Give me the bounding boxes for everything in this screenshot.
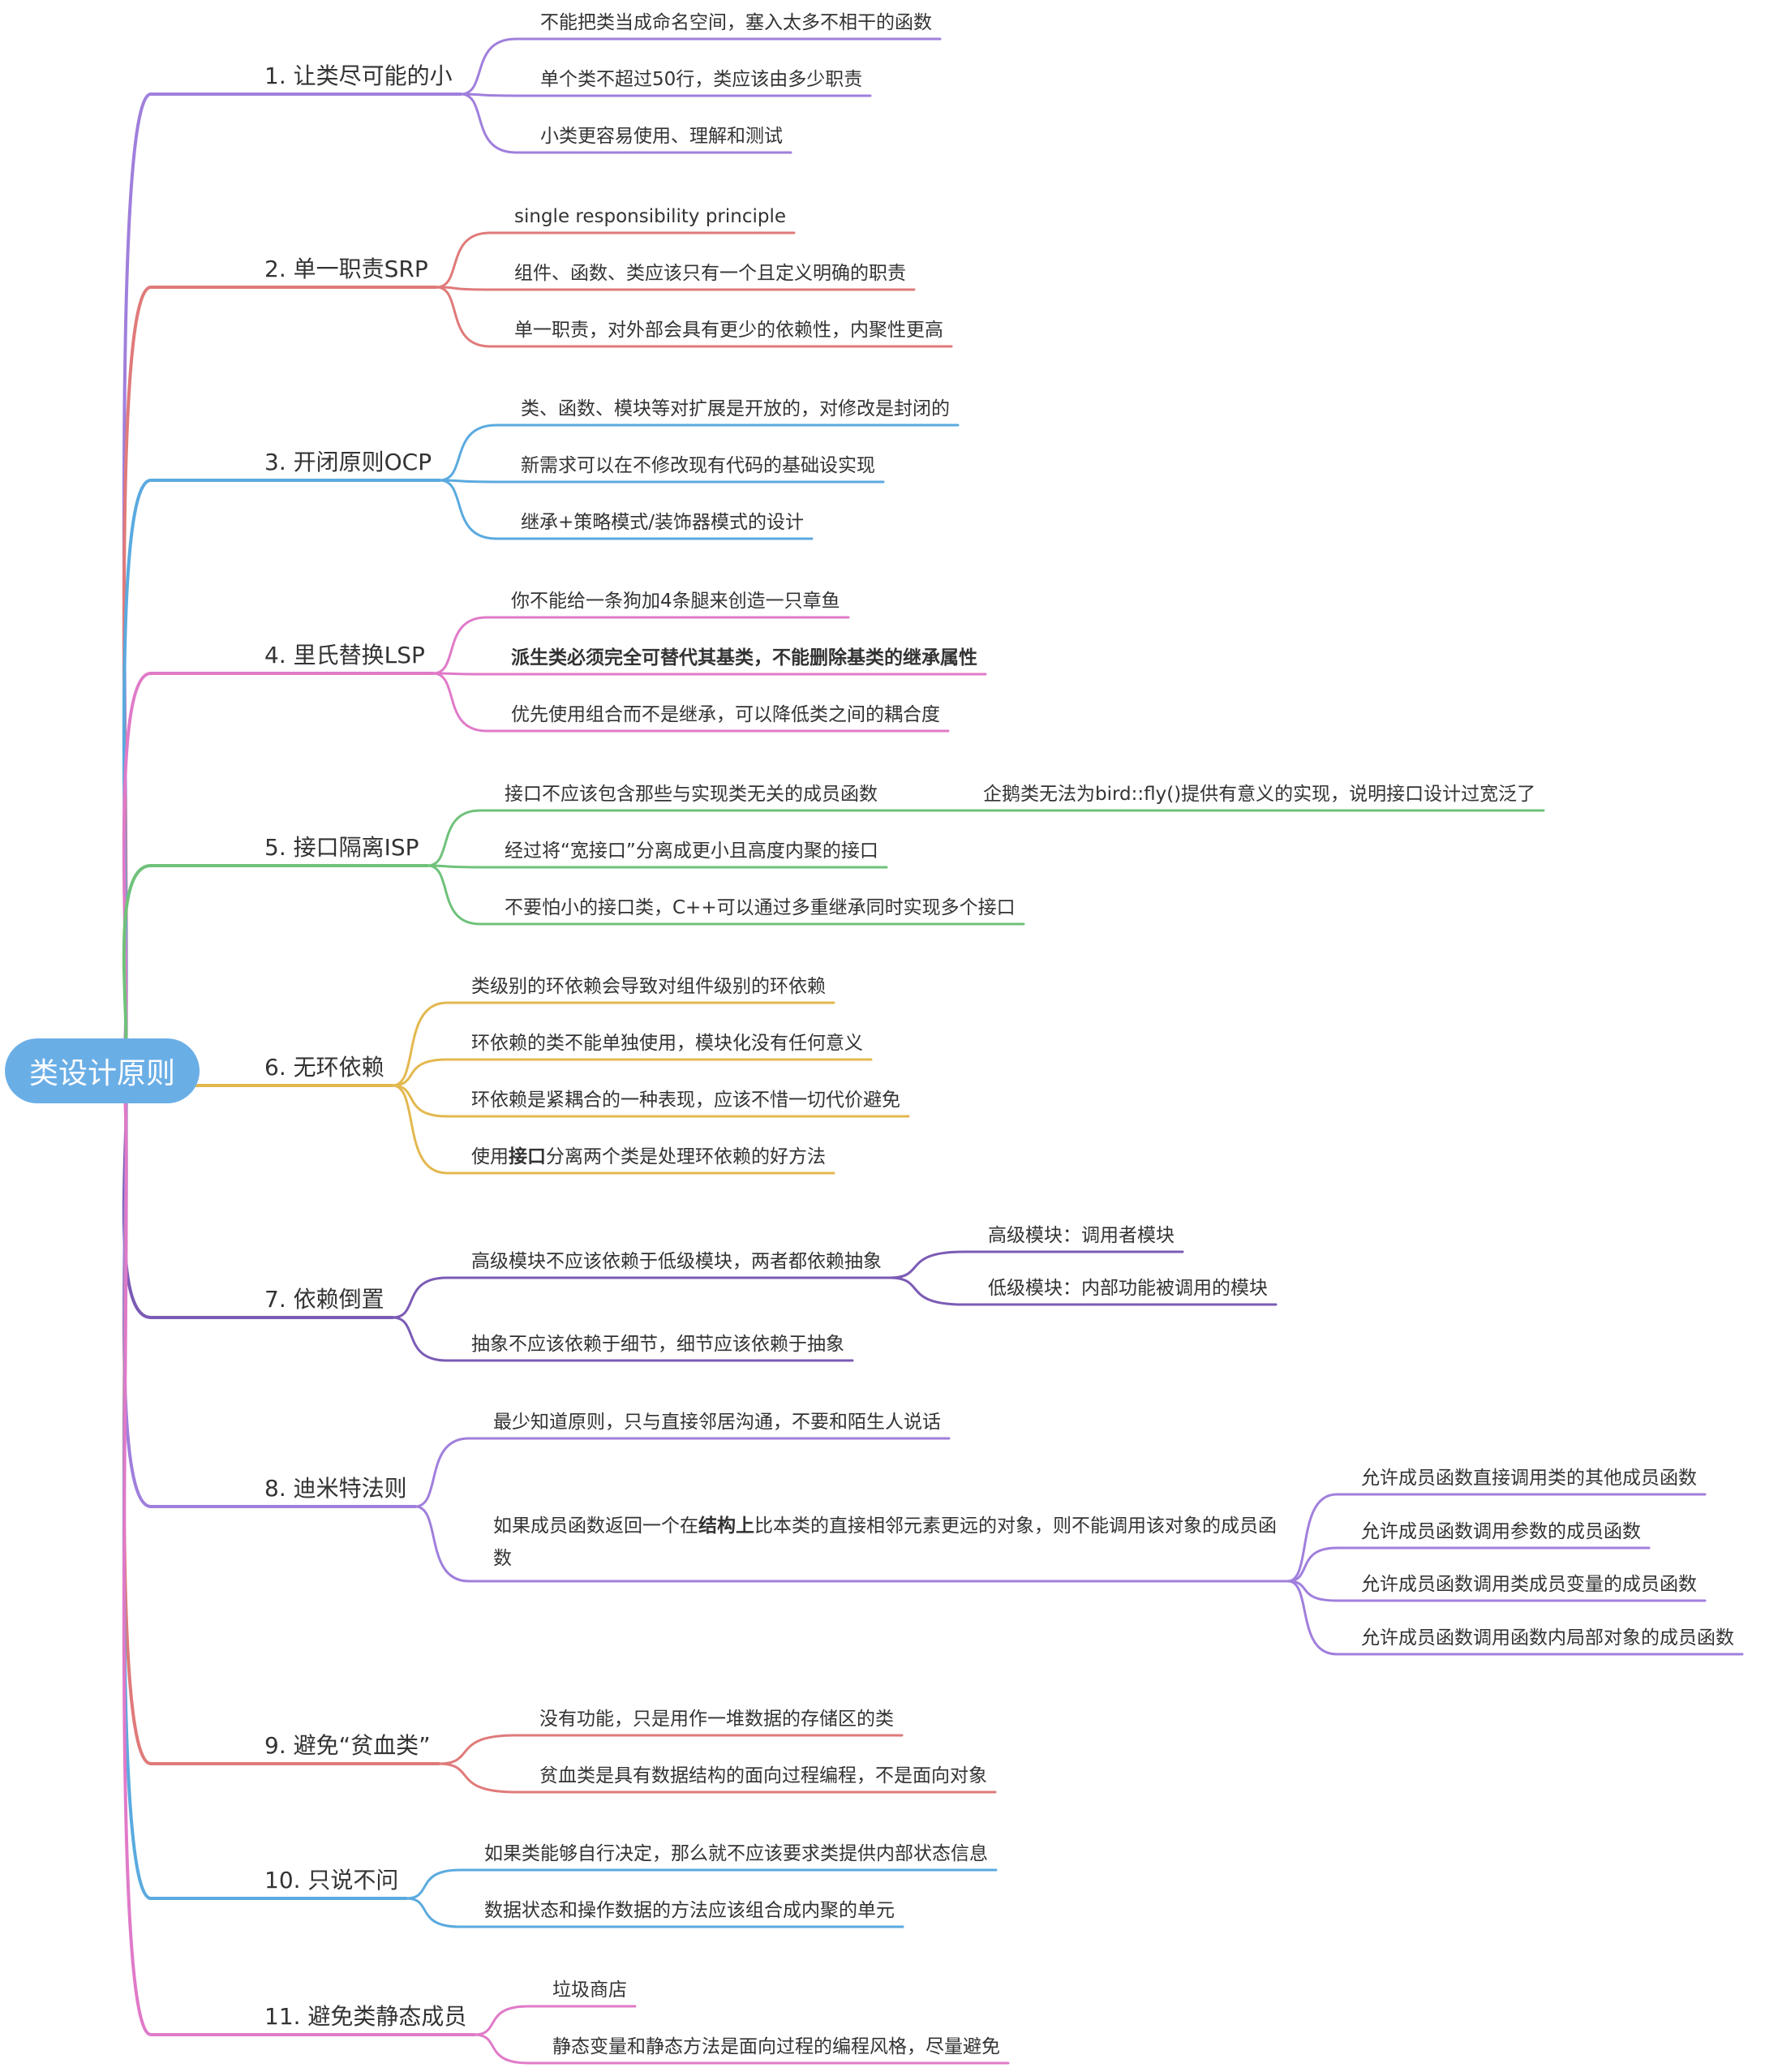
branch-6-note-1[interactable]: 类级别的环依赖会导致对组件级别的环依赖 (471, 976, 826, 997)
connector-b7c1 (414, 1505, 470, 1583)
branch-6-note-3[interactable]: 环依赖是紧耦合的一种表现，应该不惜一切代价避免 (471, 1090, 900, 1111)
connector-b6c1 (391, 1316, 449, 1362)
branch-2-topic[interactable]: 2. 单一职责SRP (264, 256, 428, 282)
branch-8-note-2-rule-3[interactable]: 允许成员函数调用类成员变量的成员函数 (1361, 1574, 1697, 1595)
connector-b6c0g0 (888, 1250, 965, 1279)
connector-b5c1 (391, 1058, 449, 1087)
connector-b7c0 (414, 1437, 470, 1508)
branch-3-topic[interactable]: 3. 开闭原则OCP (264, 449, 432, 475)
connector-b0c0 (459, 37, 517, 96)
branch-5-note-2[interactable]: 经过将“宽接口”分离成更小且高度内聚的接口 (505, 840, 878, 862)
connector-b0c2 (459, 92, 517, 154)
branch-6-note-2[interactable]: 环依赖的类不能单独使用，模块化没有任何意义 (471, 1033, 863, 1054)
branch-3-note-3[interactable]: 继承+策略模式/装饰器模式的设计 (521, 512, 805, 533)
branch-4-note-1[interactable]: 你不能给一条狗加4条腿来创造一只章鱼 (511, 591, 840, 612)
branch-11-topic[interactable]: 11. 避免类静态成员 (264, 2003, 467, 2030)
branch-5-note-1[interactable]: 接口不应该包含那些与实现类无关的成员函数 (505, 784, 878, 805)
connector-b8c0 (437, 1734, 517, 1765)
branch-6-topic[interactable]: 6. 无环依赖 (264, 1054, 384, 1081)
branch-1-note-2[interactable]: 单个类不超过50行，类应该由多少职责 (540, 69, 863, 90)
connector-b7c1g1 (1286, 1546, 1338, 1583)
branch-11-note-1[interactable]: 垃圾商店 (552, 1980, 627, 2001)
branch-10-topic[interactable]: 10. 只说不问 (264, 1867, 399, 1894)
connector-b7c1g2 (1286, 1580, 1338, 1602)
root-topic[interactable]: 类设计原则 (5, 1038, 200, 1103)
branch-9-topic[interactable]: 9. 避免“贫血类” (264, 1732, 431, 1759)
branch-9-note-2[interactable]: 贫血类是具有数据结构的面向过程编程，不是面向对象 (539, 1765, 987, 1786)
connector-b4c2 (426, 864, 482, 926)
connector-b8c1 (437, 1762, 517, 1794)
branch-7-topic[interactable]: 7. 依赖倒置 (264, 1286, 384, 1313)
branch-2-note-1[interactable]: single responsibility principle (514, 206, 787, 227)
branch-4-note-3[interactable]: 优先使用组合而不是继承，可以降低类之间的耦合度 (511, 704, 940, 725)
branch-1-note-1[interactable]: 不能把类当成命名空间，塞入太多不相干的函数 (540, 12, 932, 33)
connector-b9c0 (405, 1868, 462, 1900)
connector-b4c0 (426, 809, 482, 867)
branch-7-note-1-detail-2[interactable]: 低级模块：内部功能被调用的模块 (988, 1278, 1268, 1299)
branch-2-note-2[interactable]: 组件、函数、类应该只有一个且定义明确的职责 (514, 263, 906, 284)
connector-b9c1 (405, 1897, 462, 1928)
connector-b4c1 (426, 864, 482, 869)
branch-7-note-1[interactable]: 高级模块不应该依赖于低级模块，两者都依赖抽象 (471, 1251, 882, 1272)
connector-b10c0 (473, 2005, 530, 2036)
connector-b7c1g3 (1286, 1580, 1338, 1656)
branch-11-note-2[interactable]: 静态变量和静态方法是面向过程的编程风格，尽量避免 (552, 2036, 1000, 2057)
branch-5-note-1-detail[interactable]: 企鹅类无法为bird::fly()提供有意义的实现，说明接口设计过宽泛了 (983, 784, 1536, 805)
connector-b5c3 (391, 1084, 449, 1175)
connector-b7c1g0 (1286, 1493, 1338, 1583)
branch-1-topic[interactable]: 1. 让类尽可能的小 (264, 62, 453, 89)
branch-3-note-2[interactable]: 新需求可以在不修改现有代码的基础设实现 (521, 455, 875, 476)
branch-8-topic[interactable]: 8. 迪米特法则 (264, 1475, 407, 1502)
connector-b1c1 (435, 286, 492, 291)
connector-b3c1 (432, 672, 488, 676)
branch-8-note-1[interactable]: 最少知道原则，只与直接邻居沟通，不要和陌生人说话 (493, 1412, 941, 1433)
connector-b6c0g1 (888, 1276, 965, 1306)
branch-10-note-2[interactable]: 数据状态和操作数据的方法应该组合成内聚的单元 (484, 1900, 895, 1921)
connector-b2c2 (438, 479, 498, 540)
branch-4-note-2[interactable]: 派生类必须完全可替代其基类，不能删除基类的继承属性 (511, 647, 977, 668)
connector-b3c2 (432, 672, 488, 733)
branch-9-note-1[interactable]: 没有功能，只是用作一堆数据的存储区的类 (539, 1709, 894, 1730)
branch-8-note-2-rule-2[interactable]: 允许成员函数调用参数的成员函数 (1361, 1521, 1641, 1542)
connector-b10c1 (473, 2033, 530, 2065)
branch-8-note-2[interactable]: 如果成员函数返回一个在结构上比本类的直接相邻元素更远的对象，则不能调用该对象的成… (493, 1515, 1277, 1569)
connector-b1c2 (435, 286, 492, 348)
connector-b2c0 (438, 423, 498, 482)
branch-10-note-1[interactable]: 如果类能够自行决定，那么就不应该要求类提供内部状态信息 (484, 1843, 988, 1864)
branch-7-note-1-detail-1[interactable]: 高级模块：调用者模块 (988, 1225, 1175, 1246)
connector-b5c2 (391, 1084, 449, 1118)
branch-8-note-2-rule-4[interactable]: 允许成员函数调用函数内局部对象的成员函数 (1361, 1627, 1734, 1649)
branch-3-note-1[interactable]: 类、函数、模块等对扩展是开放的，对修改是封闭的 (521, 398, 950, 419)
branch-2-note-3[interactable]: 单一职责，对外部会具有更少的依赖性，内聚性更高 (514, 320, 943, 341)
connector-b0c1 (459, 92, 517, 97)
connector-b2c1 (438, 479, 498, 484)
branch-5-note-3[interactable]: 不要怕小的接口类，C++可以通过多重继承同时实现多个接口 (505, 897, 1016, 918)
branch-8-note-2-rule-1[interactable]: 允许成员函数直接调用类的其他成员函数 (1361, 1468, 1697, 1489)
connector-b1c0 (435, 231, 492, 289)
connector-b5c0 (391, 1001, 449, 1087)
branch-6-note-4[interactable]: 使用接口分离两个类是处理环依赖的好方法 (471, 1146, 826, 1167)
connector-b3c0 (432, 616, 488, 675)
connector-b6c0 (391, 1276, 449, 1319)
branch-7-note-2[interactable]: 抽象不应该依赖于细节，细节应该依赖于抽象 (471, 1334, 844, 1355)
branch-5-topic[interactable]: 5. 接口隔离ISP (264, 834, 419, 861)
connector-b10 (120, 1069, 152, 2036)
branch-1-note-3[interactable]: 小类更容易使用、理解和测试 (540, 126, 783, 147)
branch-4-topic[interactable]: 4. 里氏替换LSP (264, 642, 425, 668)
